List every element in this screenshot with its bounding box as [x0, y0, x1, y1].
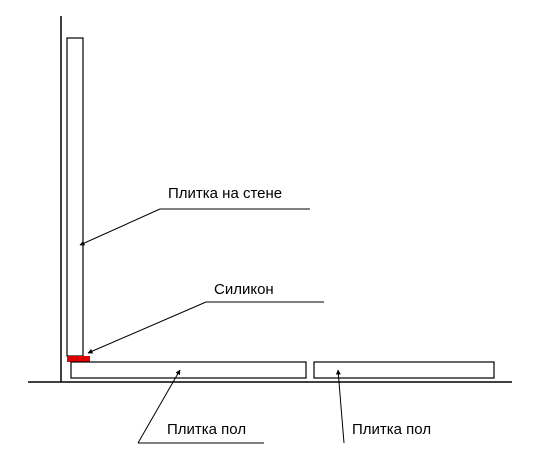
- floor-tile-2-arrow: [335, 369, 345, 444]
- silicone-arrow: [87, 301, 207, 354]
- floor-tile-left: [70, 361, 307, 379]
- floor-tile-1-label: Плитка пол: [167, 421, 247, 438]
- silicone-label: Силикон: [214, 281, 274, 298]
- wall-tile-arrow: [79, 208, 161, 246]
- wall-tile: [66, 37, 84, 357]
- floor-tile-right: [313, 361, 495, 379]
- floor-tile-2-label: Плитка пол: [352, 421, 432, 438]
- floor-tile-1-arrow: [137, 369, 181, 444]
- silicone-seal: [67, 356, 90, 362]
- wall-tile-label: Плитка на стене: [168, 185, 283, 202]
